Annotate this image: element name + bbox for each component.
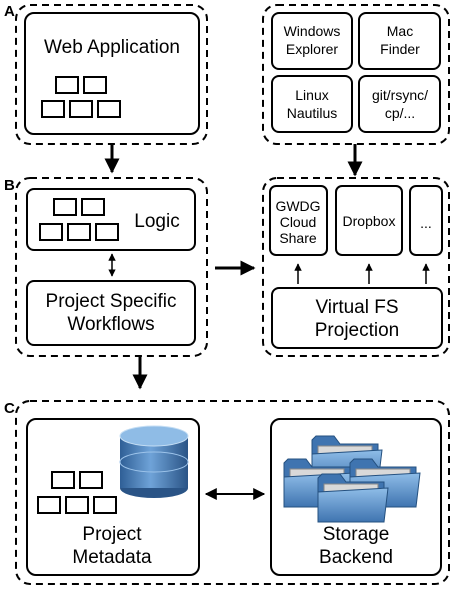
gwdg-line2: Cloud [280,214,317,230]
panel-label-a: A [4,3,15,20]
metadata-title-line2: Metadata [72,547,152,568]
mac-finder-line2: Finder [380,41,420,57]
projection-line1: Virtual FS [315,297,398,318]
metadata-title-line1: Project [82,524,142,545]
windows-explorer-box [271,12,353,70]
gwdg-line3: Share [279,230,317,246]
dropbox-box [335,185,403,256]
more-box [409,185,443,256]
projection-line2: Projection [315,320,400,341]
panel-label-c: C [4,400,15,417]
linux-nautilus-line1: Linux [295,87,328,103]
storage-title-line2: Backend [319,547,393,568]
panel-c-frame [15,400,450,585]
windows-explorer-line1: Windows [284,23,341,39]
panel-b-frame [15,177,208,357]
git-rsync-box [358,75,441,133]
mac-finder-box [358,12,441,70]
virtual-fs-frame [262,177,450,357]
workflows-box [26,280,196,346]
gwdg-cloud-share-box [269,185,328,256]
gwdg-line1: GWDG [275,198,320,214]
storage-title-line1: Storage [323,524,390,545]
linux-nautilus-line2: Nautilus [287,105,338,121]
web-application-box [24,12,200,135]
windows-explorer-line2: Explorer [286,41,338,57]
database-icon [119,425,189,498]
git-rsync-line2: cp/... [385,105,415,121]
workflows-title-line1: Project Specific [46,291,177,312]
logic-title: Logic [134,211,179,232]
linux-nautilus-box [271,75,353,133]
clients-frame [262,4,450,145]
more-label: ... [420,215,432,231]
workflows-title-line2: Workflows [67,314,154,335]
panel-label-b: B [4,177,15,194]
git-rsync-line1: git/rsync/ [372,87,428,103]
mac-finder-line1: Mac [387,23,413,39]
virtual-fs-projection-box [271,287,443,349]
dropbox-label: Dropbox [343,213,396,229]
web-application-title: Web Application [44,37,180,58]
